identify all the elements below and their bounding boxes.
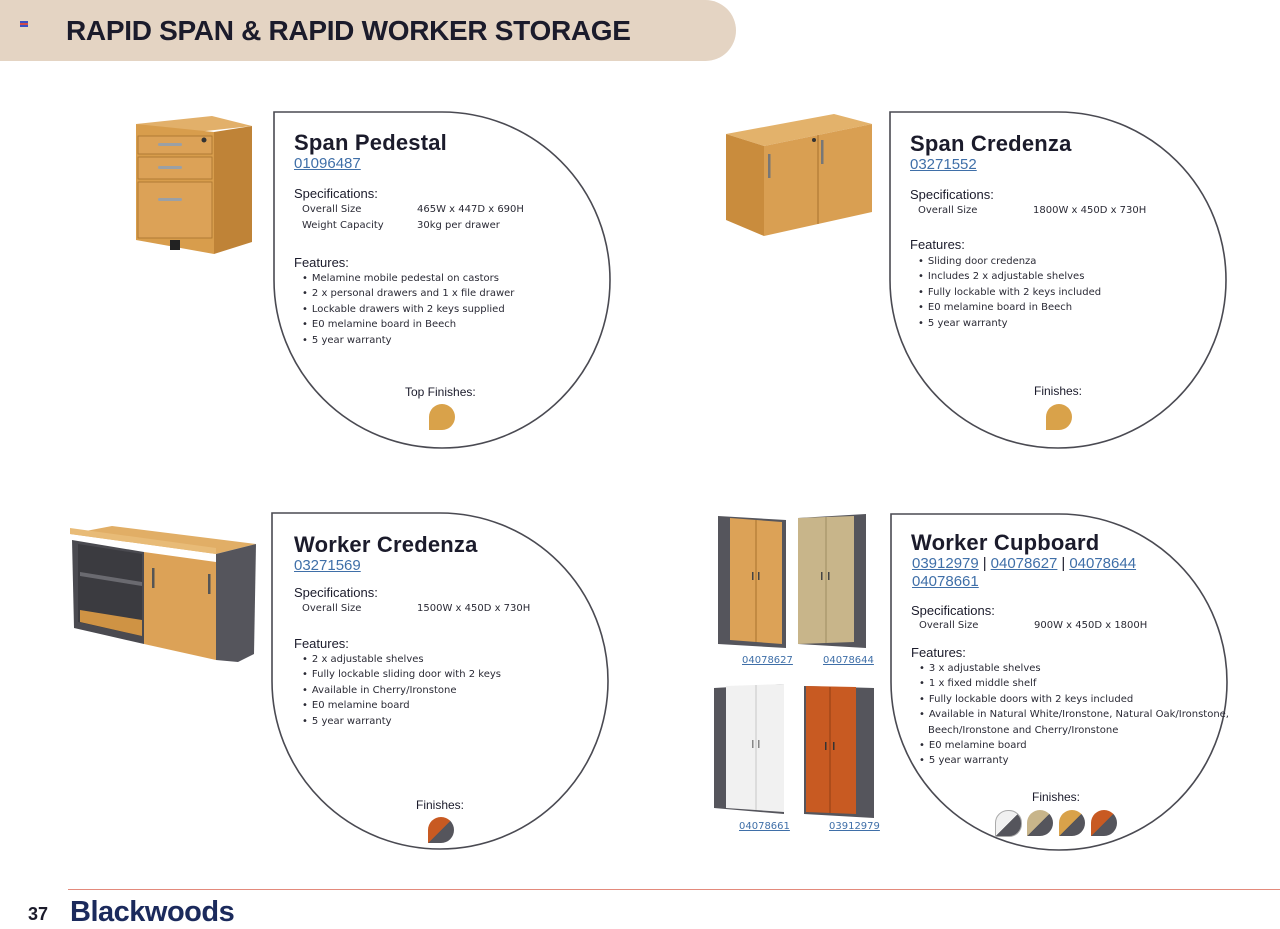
feature-item: Available in Natural White/Ironstone, Na… bbox=[919, 707, 1229, 722]
product-title: Worker Credenza bbox=[294, 532, 478, 557]
span-credenza-image bbox=[722, 110, 874, 238]
footer-divider bbox=[68, 889, 1280, 890]
spec-label: Overall Size bbox=[918, 205, 978, 216]
specifications-label: Specifications: bbox=[294, 585, 378, 600]
features-label: Features: bbox=[294, 255, 349, 270]
finishes-label: Finishes: bbox=[416, 798, 465, 812]
feature-item: Fully lockable with 2 keys included bbox=[918, 285, 1101, 300]
beech-finish-swatch bbox=[429, 404, 455, 430]
feature-item: 2 x adjustable shelves bbox=[302, 652, 501, 667]
spec-value: 30kg per drawer bbox=[417, 220, 500, 231]
feature-item: E0 melamine board bbox=[302, 698, 501, 713]
feature-item: Available in Cherry/Ironstone bbox=[302, 683, 501, 698]
features-list: Sliding door credenza Includes 2 x adjus… bbox=[918, 254, 1101, 331]
spec-value: 1500W x 450D x 730H bbox=[417, 603, 531, 614]
spec-label: Weight Capacity bbox=[302, 220, 384, 231]
feature-item: E0 melamine board in Beech bbox=[918, 300, 1101, 315]
product-title: Span Credenza bbox=[910, 131, 1072, 156]
features-label: Features: bbox=[294, 636, 349, 651]
features-label: Features: bbox=[911, 645, 966, 660]
span-pedestal-image bbox=[130, 112, 258, 258]
feature-item: 5 year warranty bbox=[302, 714, 501, 729]
image-code-link[interactable]: 04078627 bbox=[742, 655, 793, 666]
cherry-ironstone-finish-swatch bbox=[1091, 810, 1117, 836]
oak-ironstone-finish-swatch bbox=[1027, 810, 1053, 836]
feature-item: 5 year warranty bbox=[919, 753, 1229, 768]
feature-item: Fully lockable doors with 2 keys include… bbox=[919, 692, 1229, 707]
product-card-span-pedestal: Span Pedestal 01096487 Specifications: O… bbox=[272, 110, 614, 452]
spec-label: Overall Size bbox=[919, 620, 979, 631]
product-code-link[interactable]: 03271569 bbox=[294, 557, 361, 574]
product-code-link[interactable]: 03912979 bbox=[912, 555, 979, 572]
page-number: 37 bbox=[28, 904, 49, 924]
feature-item: Fully lockable sliding door with 2 keys bbox=[302, 667, 501, 682]
features-list: Melamine mobile pedestal on castors 2 x … bbox=[302, 271, 515, 348]
image-code-link[interactable]: 03912979 bbox=[829, 821, 880, 832]
product-code-link[interactable]: 04078661 bbox=[912, 573, 979, 590]
product-code-links: 03912979|04078627|04078644 bbox=[912, 555, 1136, 572]
product-code-link[interactable]: 04078644 bbox=[1069, 555, 1137, 572]
product-title: Worker Cupboard bbox=[911, 530, 1100, 555]
cherry-ironstone-finish-swatch bbox=[428, 817, 454, 843]
feature-item: 2 x personal drawers and 1 x file drawer bbox=[302, 286, 515, 301]
product-code-link[interactable]: 01096487 bbox=[294, 155, 361, 172]
product-code-link[interactable]: 04078627 bbox=[990, 555, 1058, 572]
finishes-label: Top Finishes: bbox=[405, 385, 476, 399]
worker-credenza-image bbox=[66, 524, 260, 664]
feature-item: Melamine mobile pedestal on castors bbox=[302, 271, 514, 286]
spec-label: Overall Size bbox=[302, 204, 362, 215]
beech-ironstone-finish-swatch bbox=[1059, 810, 1085, 836]
beech-finish-swatch bbox=[1046, 404, 1072, 430]
white-ironstone-finish-swatch bbox=[995, 810, 1022, 837]
feature-item: E0 melamine board bbox=[919, 738, 1229, 753]
cupboard-beech-image bbox=[716, 512, 788, 652]
specifications-label: Specifications: bbox=[910, 187, 994, 202]
code-separator: | bbox=[1061, 555, 1066, 572]
spec-value: 465W x 447D x 690H bbox=[417, 204, 524, 215]
page-title: RAPID SPAN & RAPID WORKER STORAGE bbox=[66, 15, 631, 46]
feature-item: 3 x adjustable shelves bbox=[919, 661, 1229, 676]
spec-label: Overall Size bbox=[302, 603, 362, 614]
feature-item: Includes 2 x adjustable shelves bbox=[918, 269, 1101, 284]
feature-item: Beech/Ironstone and Cherry/Ironstone bbox=[928, 724, 1119, 736]
feature-item: 5 year warranty bbox=[918, 316, 1101, 331]
product-card-worker-credenza: Worker Credenza 03271569 Specifications:… bbox=[270, 511, 612, 853]
feature-item: Lockable drawers with 2 keys supplied bbox=[302, 302, 514, 317]
header-banner: RAPID SPAN & RAPID WORKER STORAGE bbox=[0, 0, 736, 61]
code-separator: | bbox=[982, 555, 987, 572]
cupboard-oak-image bbox=[796, 512, 868, 652]
features-list: 2 x adjustable shelves Fully lockable sl… bbox=[302, 652, 501, 729]
finishes-label: Finishes: bbox=[1034, 384, 1083, 398]
product-code-link[interactable]: 03271552 bbox=[910, 156, 977, 173]
feature-item: 5 year warranty bbox=[302, 333, 514, 348]
product-card-span-credenza: Span Credenza 03271552 Specifications: O… bbox=[888, 110, 1230, 452]
image-code-link[interactable]: 04078661 bbox=[739, 821, 790, 832]
brand-logo: Blackwoods bbox=[70, 896, 235, 928]
product-title: Span Pedestal bbox=[294, 130, 447, 155]
flag-icon bbox=[20, 21, 28, 27]
product-card-worker-cupboard: Worker Cupboard 03912979|04078627|040786… bbox=[889, 512, 1231, 854]
feature-item: E0 melamine board in Beech bbox=[302, 317, 514, 332]
spec-value: 1800W x 450D x 730H bbox=[1033, 205, 1147, 216]
features-list: 3 x adjustable shelves 1 x fixed middle … bbox=[919, 661, 1229, 769]
cupboard-white-image bbox=[712, 682, 786, 816]
feature-item: 1 x fixed middle shelf bbox=[919, 676, 1229, 691]
cupboard-cherry-image bbox=[802, 682, 876, 820]
image-code-link[interactable]: 04078644 bbox=[823, 655, 874, 666]
spec-value: 900W x 450D x 1800H bbox=[1034, 620, 1148, 631]
features-label: Features: bbox=[910, 237, 965, 252]
specifications-label: Specifications: bbox=[911, 603, 995, 618]
feature-item: Sliding door credenza bbox=[918, 254, 1101, 269]
specifications-label: Specifications: bbox=[294, 186, 378, 201]
finishes-label: Finishes: bbox=[1032, 790, 1081, 804]
